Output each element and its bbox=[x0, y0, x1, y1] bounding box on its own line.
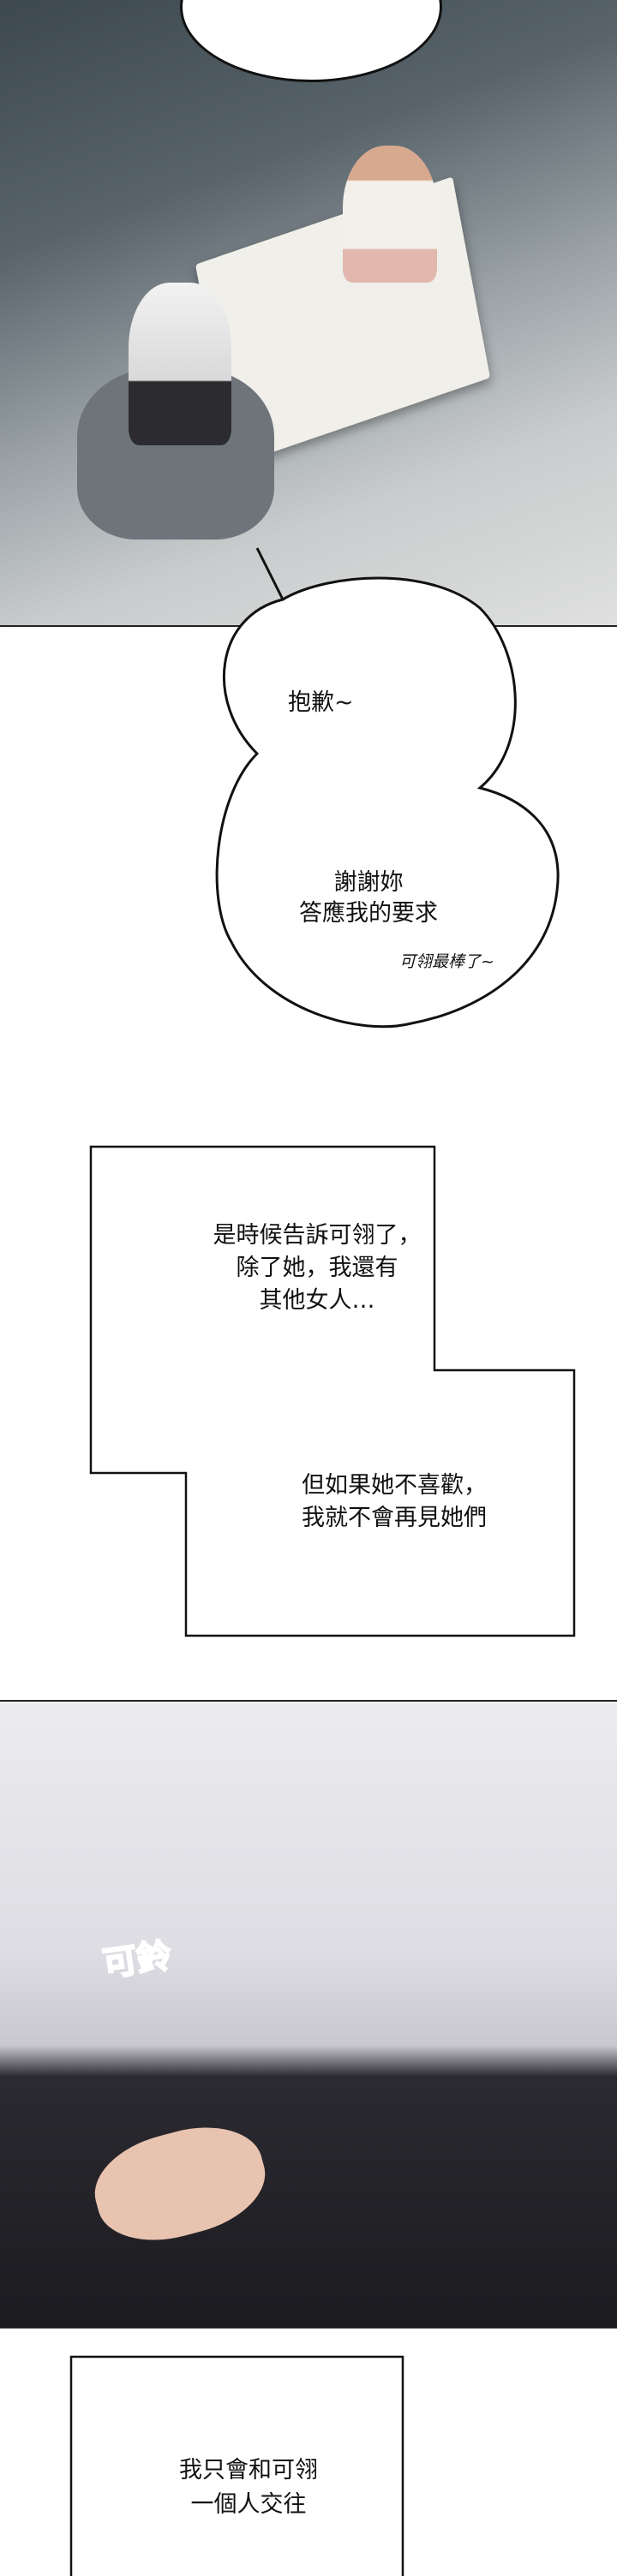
narration-box bbox=[89, 1145, 576, 1637]
final-narration-text: 我只會和可翎 bbox=[179, 2457, 318, 2484]
narration-text: 我就不會再見她們 bbox=[302, 1505, 487, 1531]
narration-text: 但如果她不喜歡， bbox=[302, 1472, 487, 1499]
restaurant-panel bbox=[0, 0, 617, 627]
final-narration-box bbox=[69, 2355, 404, 2576]
aside-text: 可翎最棒了~ bbox=[399, 952, 494, 971]
narration-text: 是時候告訴可翎了， bbox=[213, 1222, 422, 1249]
final-narration-text: 一個人交往 bbox=[190, 2491, 307, 2518]
closeup-panel bbox=[0, 1700, 617, 2329]
sound-effect: 可鈴 bbox=[99, 1935, 175, 1986]
man-figure bbox=[129, 283, 231, 445]
speech-text: 謝謝妳 bbox=[333, 869, 404, 896]
speech-bubble bbox=[215, 547, 560, 1029]
narration-text: 其他女人… bbox=[259, 1287, 375, 1314]
speech-text: 答應我的要求 bbox=[299, 900, 438, 927]
woman-figure bbox=[343, 146, 437, 283]
speech-text: 抱歉~ bbox=[288, 689, 354, 716]
narration-text: 除了她，我還有 bbox=[236, 1255, 398, 1281]
